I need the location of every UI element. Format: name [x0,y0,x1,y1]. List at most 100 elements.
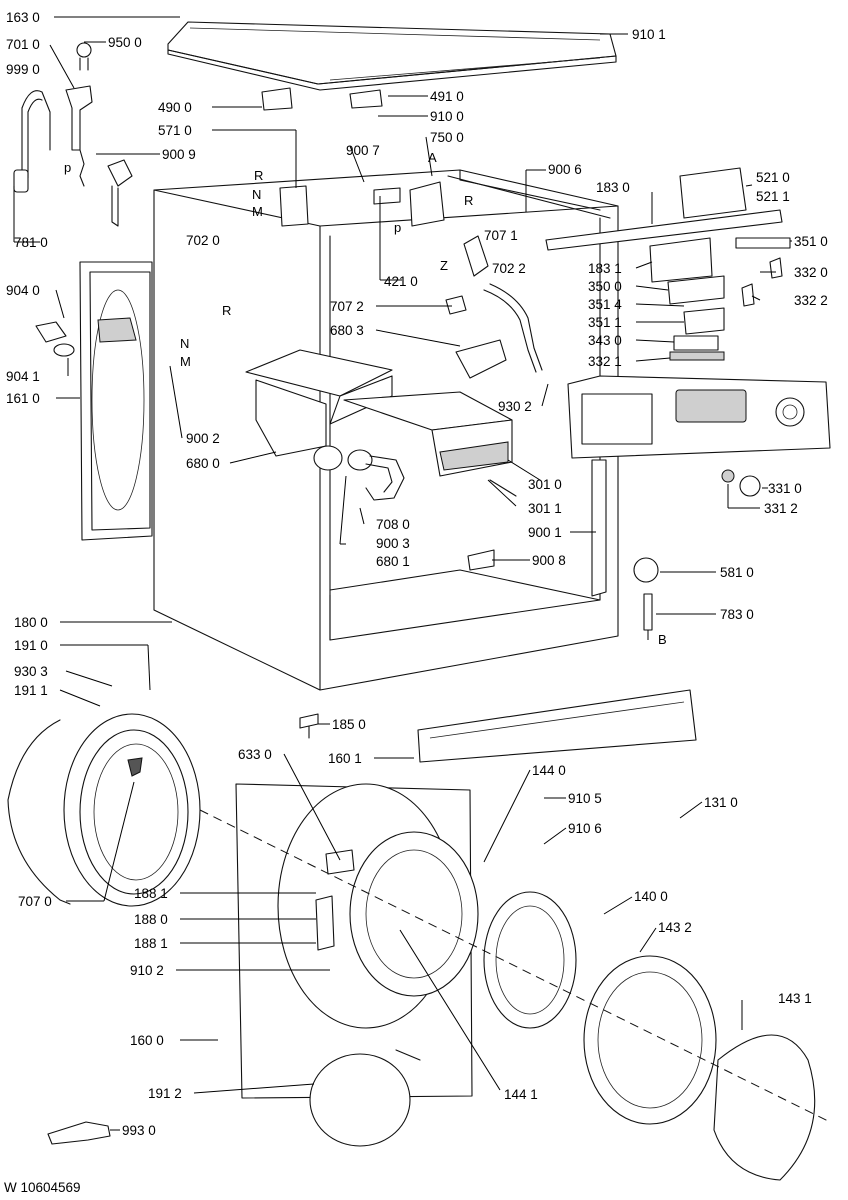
letter-marker: N [252,187,261,202]
door-axis-line [199,809,831,1123]
letter-marker: R [222,303,231,318]
kickplate-drawing [417,689,697,763]
part-label: 332 1 [588,354,622,369]
door-rings-drawing [483,891,816,1181]
part-label: 930 2 [498,399,532,414]
part-label: 332 2 [794,293,828,308]
part-label: 680 3 [330,323,364,338]
part-label: 571 0 [158,123,192,138]
part-label: 185 0 [332,717,366,732]
part-label: 351 1 [588,315,622,330]
part-label: 188 1 [134,936,168,951]
part-label: 490 0 [158,100,192,115]
letter-markers: p R N M A p Z R R N M B [64,150,667,647]
part-label: 750 0 [430,130,464,145]
part-label: 160 1 [328,751,362,766]
part-label: 993 0 [122,1123,156,1138]
part-label: 950 0 [108,35,142,50]
tool-drawing [47,1121,111,1145]
part-label: 331 0 [768,481,802,496]
part-label: 191 2 [148,1086,182,1101]
top-cover-drawing [167,21,617,91]
part-label: 910 5 [568,791,602,806]
part-label: 900 6 [548,162,582,177]
part-label: 160 0 [130,1033,164,1048]
part-label: 351 4 [588,297,622,312]
part-label: 904 1 [6,369,40,384]
part-label: 144 0 [532,763,566,778]
part-label: 708 0 [376,517,410,532]
part-label: 633 0 [238,747,272,762]
part-label: 521 1 [756,189,790,204]
part-label: 144 1 [504,1087,538,1102]
part-label: 301 0 [528,477,562,492]
part-label: 421 0 [384,274,418,289]
dispenser-hose-drawing [347,449,405,501]
part-labels: 163 0 910 1 950 0 701 0 999 0 490 0 491 … [6,10,828,1138]
part-label: 900 7 [346,143,380,158]
part-label: 301 1 [528,501,562,516]
part-label: 910 0 [430,109,464,124]
part-label: 521 0 [756,170,790,185]
letter-marker: A [428,150,437,165]
leader-lines [13,16,792,1131]
part-label: 930 3 [14,664,48,679]
letter-marker: p [64,160,71,175]
letter-marker: p [394,220,401,235]
part-label: 900 9 [162,147,196,162]
part-label: 680 0 [186,456,220,471]
part-label: 680 1 [376,554,410,569]
part-label: 999 0 [6,62,40,77]
control-panel-drawing [567,375,831,459]
part-label: 702 2 [492,261,526,276]
part-label: 581 0 [720,565,754,580]
part-label: 183 0 [596,180,630,195]
letter-marker: B [658,632,667,647]
part-label: 188 0 [134,912,168,927]
part-label: 131 0 [704,795,738,810]
part-label: 904 0 [6,283,40,298]
part-label: 707 2 [330,299,364,314]
part-label: 491 0 [430,89,464,104]
door-drawing [7,713,201,907]
dispenser-drawing [245,349,513,477]
part-label: 331 2 [764,501,798,516]
part-label: 180 0 [14,615,48,630]
part-label: 783 0 [720,607,754,622]
small-parts-drawing [35,87,761,739]
part-label: 910 2 [130,963,164,978]
part-label: 143 2 [658,920,692,935]
drawing-layer [7,21,831,1181]
part-label: 900 3 [376,536,410,551]
part-label: 707 1 [484,228,518,243]
part-label: 183 1 [588,261,622,276]
part-label: 900 2 [186,431,220,446]
letter-marker: N [180,336,189,351]
part-label: 191 1 [14,683,48,698]
letter-marker: Z [440,258,448,273]
side-panel-drawing [79,261,153,541]
part-label: 163 0 [6,10,40,25]
inlet-hoses-drawing [13,42,133,227]
part-label: 910 6 [568,821,602,836]
letter-marker: M [180,354,191,369]
part-label: 900 1 [528,525,562,540]
part-label: 900 8 [532,553,566,568]
drawing-number: W 10604569 [4,1180,81,1195]
letter-marker: R [464,193,473,208]
part-label: 332 0 [794,265,828,280]
part-label: 351 0 [794,234,828,249]
letter-marker: R [254,168,263,183]
part-label: 140 0 [634,889,668,904]
part-label: 343 0 [588,333,622,348]
front-panel-drawing [235,783,479,1147]
part-label: 188 1 [134,886,168,901]
part-label: 161 0 [6,391,40,406]
part-label: 143 1 [778,991,812,1006]
letter-marker: M [252,204,263,219]
part-label: 191 0 [14,638,48,653]
part-label: 702 0 [186,233,220,248]
part-label: 350 0 [588,279,622,294]
part-label: 701 0 [6,37,40,52]
